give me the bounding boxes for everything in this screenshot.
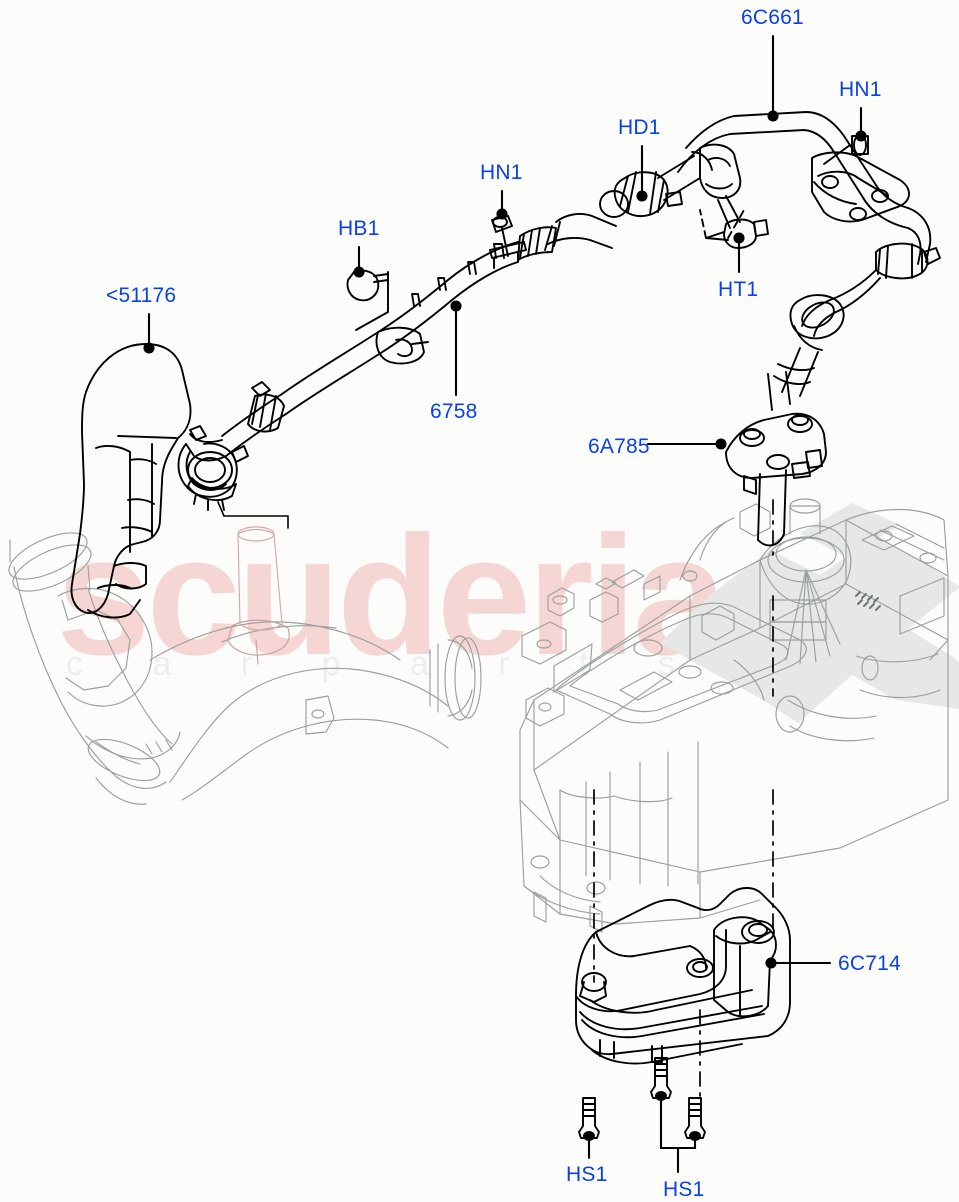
callout-hd1[interactable]: HD1 [618, 116, 661, 139]
callout-ht1[interactable]: HT1 [718, 278, 759, 301]
callout-6c661[interactable]: 6C661 [741, 6, 804, 29]
callout-hs1-left[interactable]: HS1 [566, 1163, 608, 1186]
callout-6758[interactable]: 6758 [430, 400, 478, 423]
callout-hs1-right[interactable]: HS1 [663, 1178, 705, 1201]
callout-6c714[interactable]: 6C714 [838, 952, 901, 975]
callout-51176[interactable]: <51176 [106, 284, 177, 307]
callout-hn1-top-right[interactable]: HN1 [839, 78, 882, 101]
callout-hn1-mid[interactable]: HN1 [480, 161, 523, 184]
callout-hb1[interactable]: HB1 [338, 217, 380, 240]
callout-6a785[interactable]: 6A785 [588, 435, 650, 458]
